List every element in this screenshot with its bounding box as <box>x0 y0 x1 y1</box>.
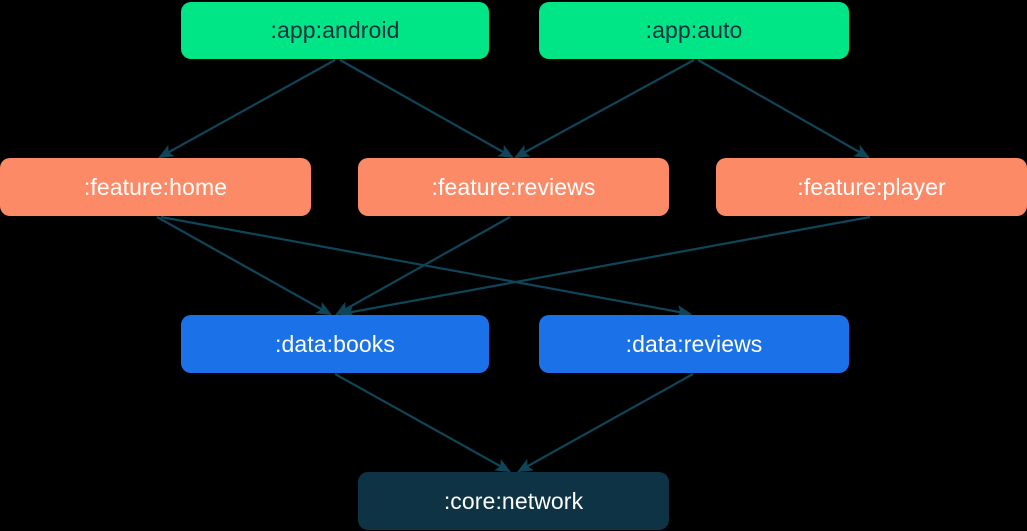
edge-app-auto-to-feature-player <box>697 59 870 159</box>
node-data-books[interactable]: :data:books <box>181 315 489 373</box>
node-feature-reviews[interactable]: :feature:reviews <box>358 158 669 216</box>
node-app-android[interactable]: :app:android <box>181 2 489 59</box>
node-label: :app:auto <box>645 17 743 43</box>
node-label: :data:books <box>274 330 396 357</box>
edge-feature-player-to-data-books <box>338 215 871 319</box>
node-label: :data:reviews <box>625 330 763 357</box>
node-feature-player[interactable]: :feature:player <box>716 158 1027 216</box>
edge-app-auto-to-feature-reviews <box>514 59 695 159</box>
node-app-auto[interactable]: :app:auto <box>539 2 849 59</box>
node-feature-home[interactable]: :feature:home <box>0 158 311 216</box>
edge-data-reviews-to-core-network <box>517 373 694 473</box>
node-label: :core:network <box>443 487 584 514</box>
edge-app-android-to-feature-reviews <box>339 59 514 159</box>
node-data-reviews[interactable]: :data:reviews <box>539 315 849 373</box>
node-label: :feature:home <box>83 173 228 200</box>
edge-group <box>156 59 871 473</box>
edge-data-books-to-core-network <box>334 373 511 473</box>
node-core-network[interactable]: :core:network <box>358 472 669 530</box>
edge-feature-home-to-data-books <box>156 216 332 316</box>
edge-app-android-to-feature-home <box>158 59 336 159</box>
edge-feature-reviews-to-data-books <box>335 216 511 316</box>
node-label: :feature:player <box>797 173 946 200</box>
node-label: :feature:reviews <box>431 173 596 200</box>
node-label: :app:android <box>270 17 400 43</box>
